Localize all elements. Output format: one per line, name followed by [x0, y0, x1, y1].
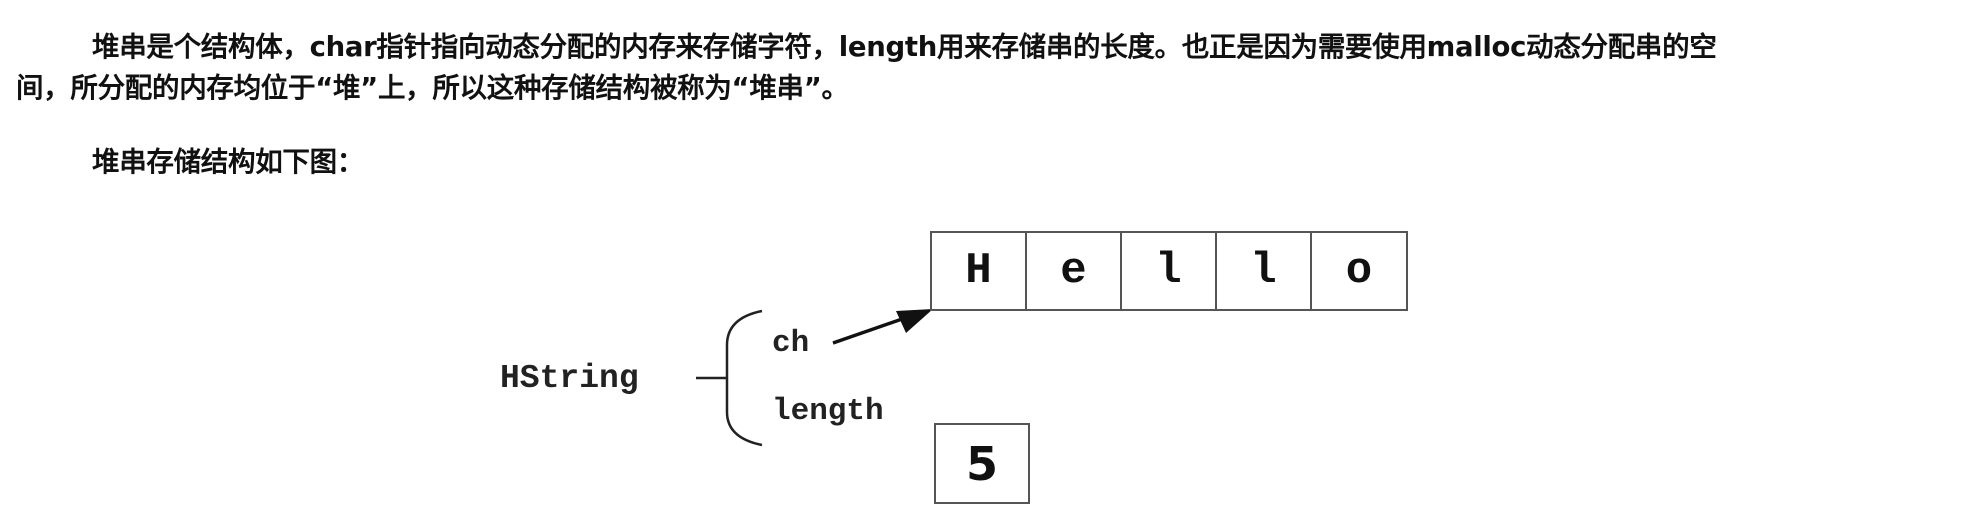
char-cell: e: [1025, 231, 1122, 311]
char-cell: l: [1215, 231, 1312, 311]
char-cell: H: [930, 231, 1027, 311]
field-label-ch: ch: [772, 326, 810, 361]
struct-name-label: HString: [500, 360, 639, 397]
paragraph-line-2: 间，所分配的内存均位于“堆”上，所以这种存储结构被称为“堆串”。: [16, 72, 849, 104]
char-cell: o: [1310, 231, 1408, 311]
length-value-cell: 5: [934, 423, 1030, 504]
pointer-arrow-line: [832, 316, 906, 345]
char-cell: l: [1120, 231, 1217, 311]
paragraph-figure-caption: 堆串存储结构如下图：: [92, 146, 364, 178]
pointer-arrowhead-icon: [896, 309, 933, 333]
paragraph-line-1: 堆串是个结构体，char指针指向动态分配的内存来存储字符，length用来存储串…: [92, 31, 1717, 63]
field-label-length: length: [772, 394, 884, 429]
brace-icon: [725, 309, 763, 447]
